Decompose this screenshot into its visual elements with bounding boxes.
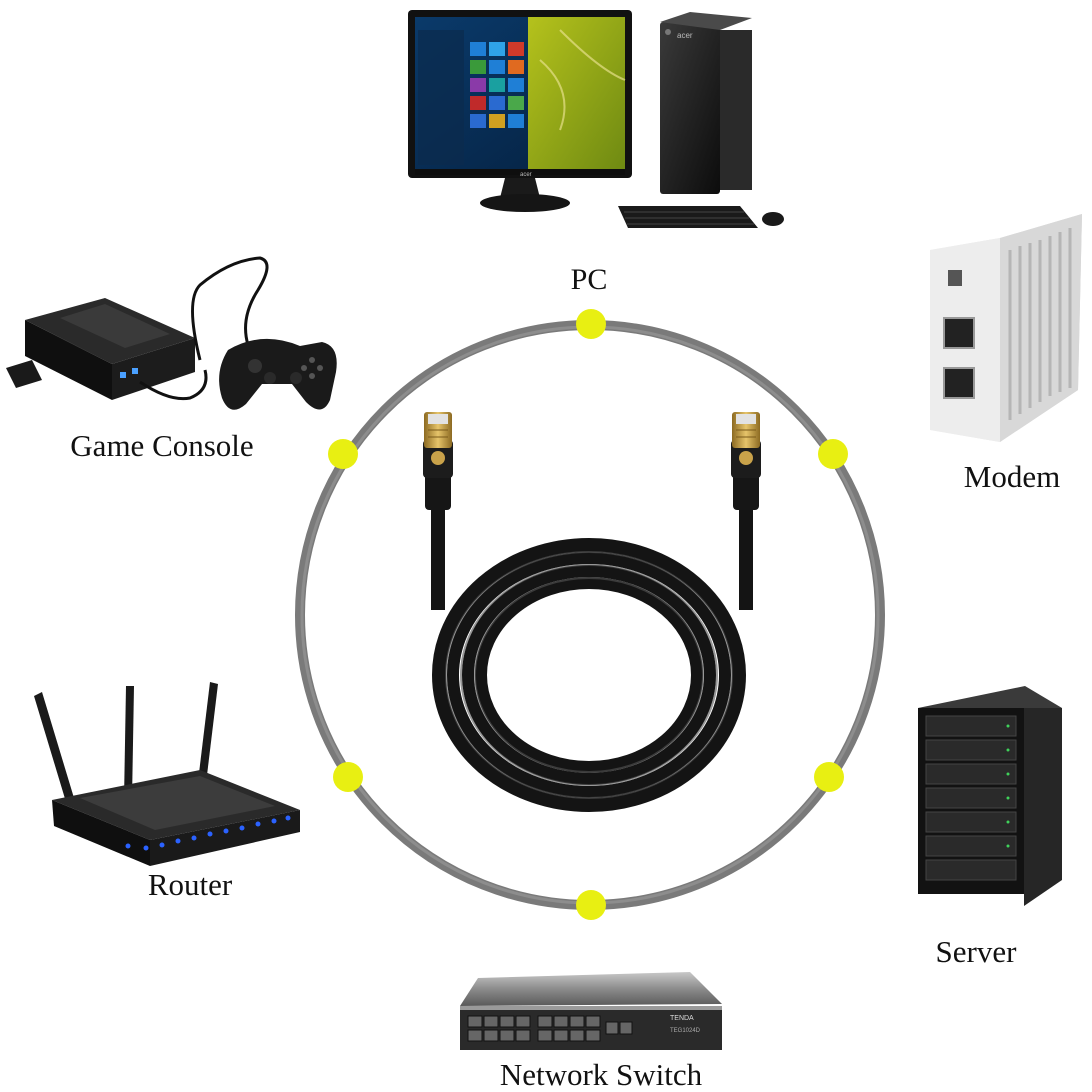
- dot-game-console: [328, 439, 358, 469]
- svg-text:TENDA: TENDA: [670, 1015, 694, 1022]
- dot-router: [333, 762, 363, 792]
- rj45-connector-right-icon: [731, 412, 761, 510]
- svg-text:acer: acer: [520, 172, 532, 178]
- dot-network-switch: [576, 890, 606, 920]
- rj45-connector-left-icon: [423, 412, 453, 510]
- game-console-icon: [6, 256, 337, 410]
- modem-icon: [930, 214, 1082, 442]
- ethernet-cable-icon: [423, 412, 761, 812]
- svg-text:TEG1024D: TEG1024D: [670, 1028, 701, 1034]
- server-rack-icon: [918, 686, 1062, 906]
- desktop-computer-icon: acer acer: [408, 10, 784, 228]
- wifi-router-icon: [34, 682, 300, 866]
- label-pc: PC: [571, 263, 608, 296]
- label-server: Server: [936, 934, 1018, 969]
- dot-modem: [818, 439, 848, 469]
- connection-ring: [295, 320, 885, 910]
- dot-server: [814, 762, 844, 792]
- label-network-switch: Network Switch: [500, 1057, 703, 1092]
- svg-text:acer: acer: [677, 31, 693, 40]
- label-modem: Modem: [964, 459, 1060, 494]
- connection-dots: [328, 309, 848, 920]
- label-router: Router: [148, 867, 233, 902]
- label-game-console: Game Console: [70, 428, 253, 463]
- network-switch-icon: TENDA TEG1024D: [460, 972, 722, 1050]
- dot-pc: [576, 309, 606, 339]
